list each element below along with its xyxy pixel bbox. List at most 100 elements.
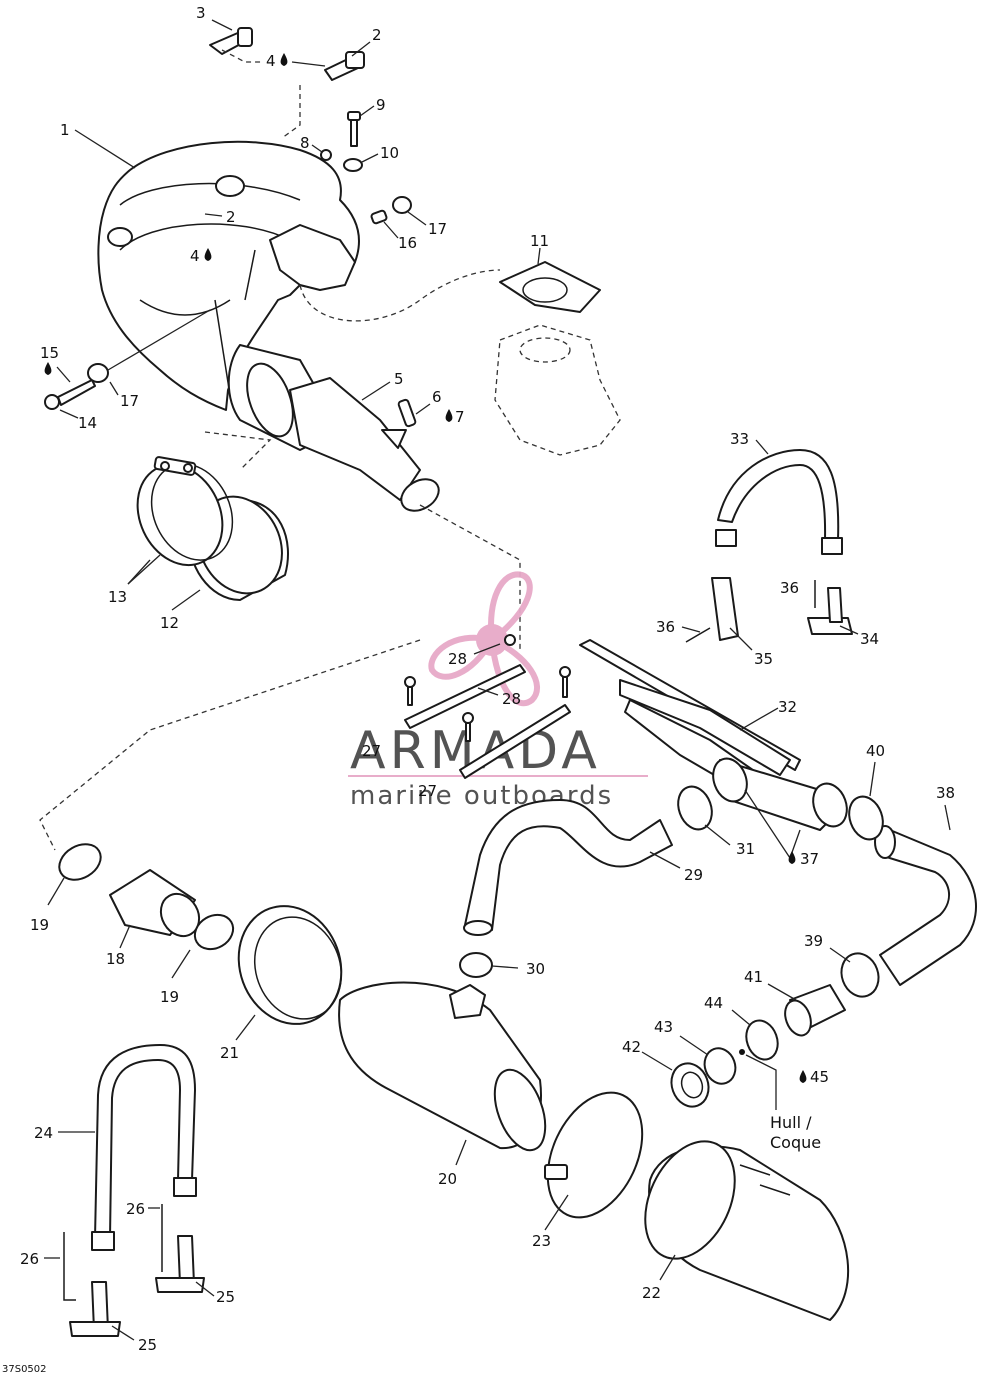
clamp-19-left	[58, 843, 102, 881]
callout-22: 22	[642, 1284, 661, 1302]
strap-33	[715, 449, 843, 555]
callout-24: 24	[34, 1124, 53, 1142]
callout-9: 9	[376, 96, 386, 114]
callout-44: 44	[704, 994, 723, 1012]
cylinder-head-outline	[494, 324, 621, 456]
bracket-25-left	[69, 1281, 121, 1337]
diagram-code: 37S0502	[2, 1364, 47, 1375]
callout-17-top: 17	[428, 220, 447, 238]
callout-27-top: 27	[362, 742, 381, 760]
callout-38: 38	[936, 784, 955, 802]
callout-36-left: 36	[656, 618, 675, 636]
rivets-36	[685, 580, 816, 643]
callout-5: 5	[394, 370, 404, 388]
rivets-26	[63, 1204, 163, 1301]
callout-4-mid: 4	[190, 247, 200, 265]
tube-18	[109, 869, 201, 938]
callout-20: 20	[438, 1170, 457, 1188]
nut-8	[320, 149, 332, 161]
callout-7: 7	[455, 408, 465, 426]
straps-27	[404, 664, 571, 779]
callout-19-right: 19	[160, 988, 179, 1006]
muffler-20	[338, 981, 547, 1152]
callout-45: 45	[810, 1068, 829, 1086]
callout-25-right: 25	[216, 1288, 235, 1306]
water-box-22	[644, 1140, 850, 1321]
callout-3: 3	[196, 4, 206, 22]
oil-drop-icon-15	[44, 362, 52, 375]
clamps-13	[136, 456, 234, 567]
callout-10: 10	[380, 144, 399, 162]
callout-28-top: 28	[448, 650, 467, 668]
exhaust-manifold-1	[97, 140, 360, 411]
hull-label-line1: Hull /	[770, 1113, 812, 1132]
callout-4-top: 4	[266, 52, 276, 70]
callout-18: 18	[106, 950, 125, 968]
hose-29	[463, 799, 673, 936]
callout-13: 13	[108, 588, 127, 606]
callout-21: 21	[220, 1044, 239, 1062]
callout-12: 12	[160, 614, 179, 632]
outlet-tube-5	[227, 344, 440, 512]
callout-14: 14	[78, 414, 97, 432]
callout-43: 43	[654, 1018, 673, 1036]
callout-29: 29	[684, 866, 703, 884]
callout-30: 30	[526, 960, 545, 978]
callout-26-right: 26	[126, 1200, 145, 1218]
callout-26-left: 26	[20, 1250, 39, 1268]
callout-33: 33	[730, 430, 749, 448]
callout-39: 39	[804, 932, 823, 950]
callout-42: 42	[622, 1038, 641, 1056]
outlet-fitting-41	[784, 984, 846, 1037]
strap-24	[91, 1044, 197, 1251]
callout-11: 11	[530, 232, 549, 250]
callout-17-left: 17	[120, 392, 139, 410]
callout-31: 31	[736, 840, 755, 858]
clamp-23	[544, 1091, 644, 1219]
oil-drop-icon-7	[445, 409, 453, 422]
oil-drop-icon-37	[788, 851, 796, 864]
bracket-25-right	[155, 1235, 205, 1293]
washer-10	[343, 158, 363, 172]
grommet-17-top	[392, 196, 412, 214]
callout-23: 23	[532, 1232, 551, 1250]
bolt-14	[44, 379, 96, 410]
oil-drop-icon-45	[799, 1070, 807, 1083]
callout-15: 15	[40, 344, 59, 362]
callout-19-left: 19	[30, 916, 49, 934]
callout-40: 40	[866, 742, 885, 760]
grommet-17-left	[87, 363, 109, 383]
screws-28	[404, 634, 571, 742]
oil-drop-icon-4-top	[280, 53, 288, 66]
callout-25-left: 25	[138, 1336, 157, 1354]
elbow-fitting-2	[324, 51, 365, 81]
ring-43	[703, 1047, 737, 1085]
oil-drop-icon-4-mid	[204, 248, 212, 261]
callout-2-mid: 2	[226, 208, 236, 226]
clamp-39	[840, 952, 880, 998]
callout-32: 32	[778, 698, 797, 716]
clamp-30	[459, 952, 493, 978]
callout-41: 41	[744, 968, 763, 986]
callout-2-top: 2	[372, 26, 382, 44]
exhaust-pipe-32	[579, 639, 848, 831]
clamp-19-right	[193, 913, 235, 951]
gasket-11	[499, 261, 601, 313]
hull-label-line2: Coque	[770, 1133, 821, 1152]
callout-16: 16	[398, 234, 417, 252]
nut-42	[670, 1062, 710, 1108]
bracket-35	[711, 577, 739, 641]
callout-37: 37	[800, 850, 819, 868]
callout-36-right: 36	[780, 579, 799, 597]
armada-watermark: ARMADA marine outboards	[348, 571, 648, 811]
spacer-16	[370, 209, 388, 225]
clamp-31	[677, 785, 713, 831]
gasket-44	[745, 1019, 779, 1061]
sleeve-21	[237, 905, 343, 1025]
clamp-40	[848, 795, 884, 841]
callout-35: 35	[754, 650, 773, 668]
callout-6: 6	[432, 388, 442, 406]
callout-27-bottom: 27	[418, 782, 437, 800]
elbow-fitting-3	[209, 27, 253, 55]
